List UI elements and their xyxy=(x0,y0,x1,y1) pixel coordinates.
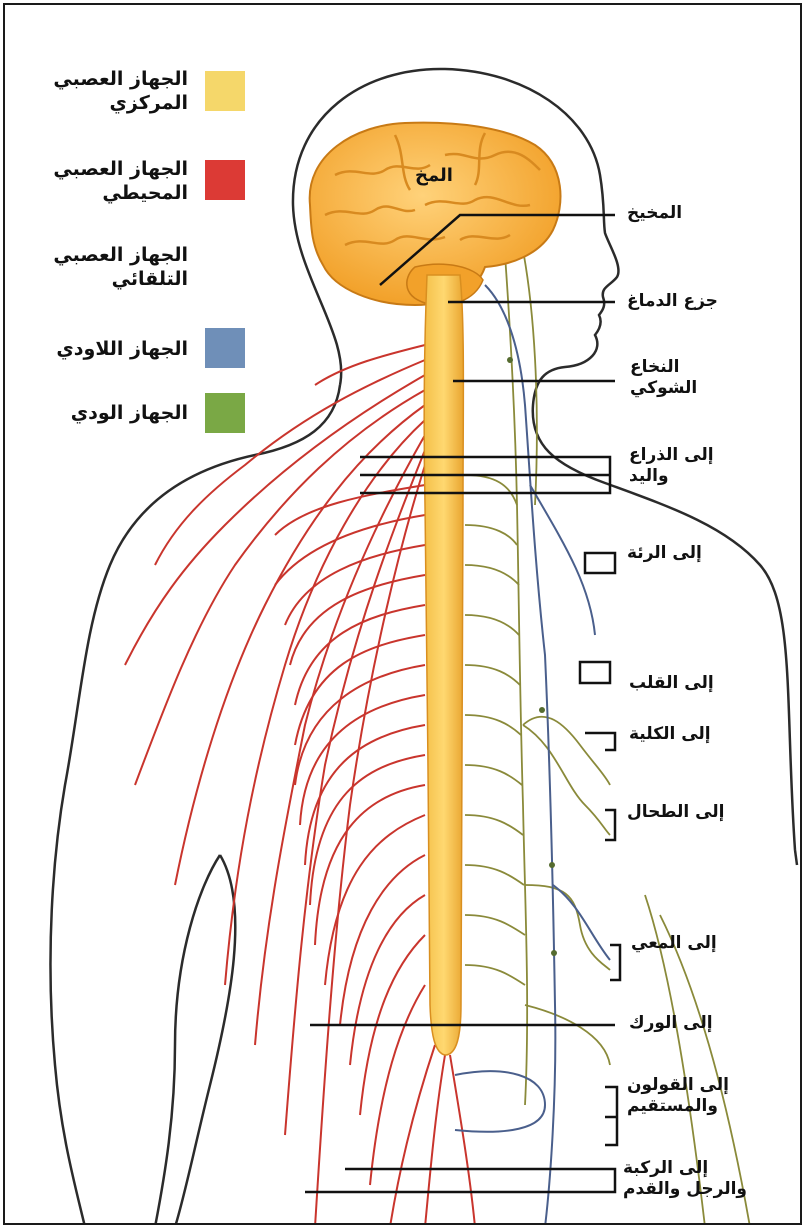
peripheral-nerves xyxy=(125,345,475,1225)
label-knee-leg-foot: إلى الركبة والرجل والقدم xyxy=(623,1158,747,1200)
body-outline-left xyxy=(50,385,340,1225)
label-spleen: إلى الطحال xyxy=(627,802,724,823)
label-cerebellum: المخيخ xyxy=(627,203,682,224)
spinal-cord xyxy=(424,275,463,1055)
label-spinal-cord: النخاع الشوكي xyxy=(630,357,697,399)
legend-swatch-peripheral xyxy=(205,160,245,200)
label-lung: إلى الرئة xyxy=(627,543,702,564)
label-arm-hand: إلى الذراع واليد xyxy=(629,445,714,487)
legend-label-peripheral: الجهاز العصبي المحيطي xyxy=(3,157,188,205)
diagram-frame: الجهاز العصبي المركزي الجهاز العصبي المح… xyxy=(3,3,802,1225)
label-intestine: إلى المعي xyxy=(631,933,717,954)
legend-label-parasympathetic: الجهاز اللاودي xyxy=(3,337,188,361)
legend-swatch-central xyxy=(205,71,245,111)
label-hip: إلى الورك xyxy=(629,1013,713,1034)
ganglia xyxy=(507,357,557,956)
legend-label-autonomic: الجهاز العصبي التلقائي xyxy=(3,243,188,291)
arm-outline xyxy=(155,855,235,1225)
legend-swatch-sympathetic xyxy=(205,393,245,433)
label-brainstem: جزع الدماغ xyxy=(627,291,718,312)
legend-label-sympathetic: الجهاز الودي xyxy=(3,401,188,425)
side-outline xyxy=(795,850,797,865)
legend-label-central: الجهاز العصبي المركزي xyxy=(3,67,188,115)
legend-swatch-parasympathetic xyxy=(205,328,245,368)
label-colon-rectum: إلى القولون والمستقيم xyxy=(627,1075,729,1117)
label-kidney: إلى الكلية xyxy=(629,724,711,745)
label-heart: إلى القلب xyxy=(629,673,714,694)
brain-label: المخ xyxy=(415,165,453,186)
